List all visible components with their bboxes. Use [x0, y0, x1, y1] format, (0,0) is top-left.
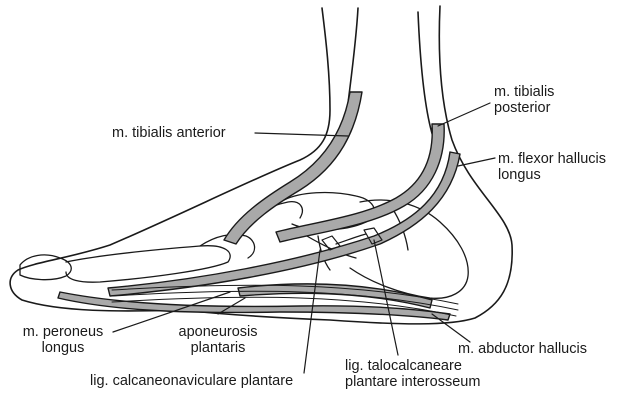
flexor-hallucis-longus-tendon [108, 152, 460, 296]
label-lig-talocalcaneare-line-2: plantare interosseum [345, 374, 480, 390]
label-tibialis-posterior-line-1: m. tibialis [494, 84, 554, 100]
label-peroneus-longus: m. peroneus longus [18, 324, 108, 356]
label-abductor-hallucis: m. abductor hallucis [458, 341, 587, 357]
label-aponeurosis-plantaris-line-1: aponeurosis [168, 324, 268, 340]
label-lig-talocalcaneare: lig. talocalcaneare plantare interosseum [345, 358, 480, 390]
label-flexor-hallucis-longus-line-1: m. flexor hallucis [498, 151, 606, 167]
label-flexor-hallucis-longus-line-2: longus [498, 167, 606, 183]
label-tibialis-posterior: m. tibialis posterior [494, 84, 554, 116]
label-aponeurosis-plantaris-line-2: plantaris [168, 340, 268, 356]
label-tibialis-posterior-line-2: posterior [494, 100, 554, 116]
label-aponeurosis-plantaris: aponeurosis plantaris [168, 324, 268, 356]
label-peroneus-longus-line-2: longus [18, 340, 108, 356]
label-peroneus-longus-line-1: m. peroneus [18, 324, 108, 340]
label-lig-calcaneonaviculare: lig. calcaneonaviculare plantare [90, 373, 293, 389]
label-flexor-hallucis-longus: m. flexor hallucis longus [498, 151, 606, 183]
label-tibialis-anterior: m. tibialis anterior [112, 125, 226, 141]
label-lig-talocalcaneare-line-1: lig. talocalcaneare [345, 358, 480, 374]
